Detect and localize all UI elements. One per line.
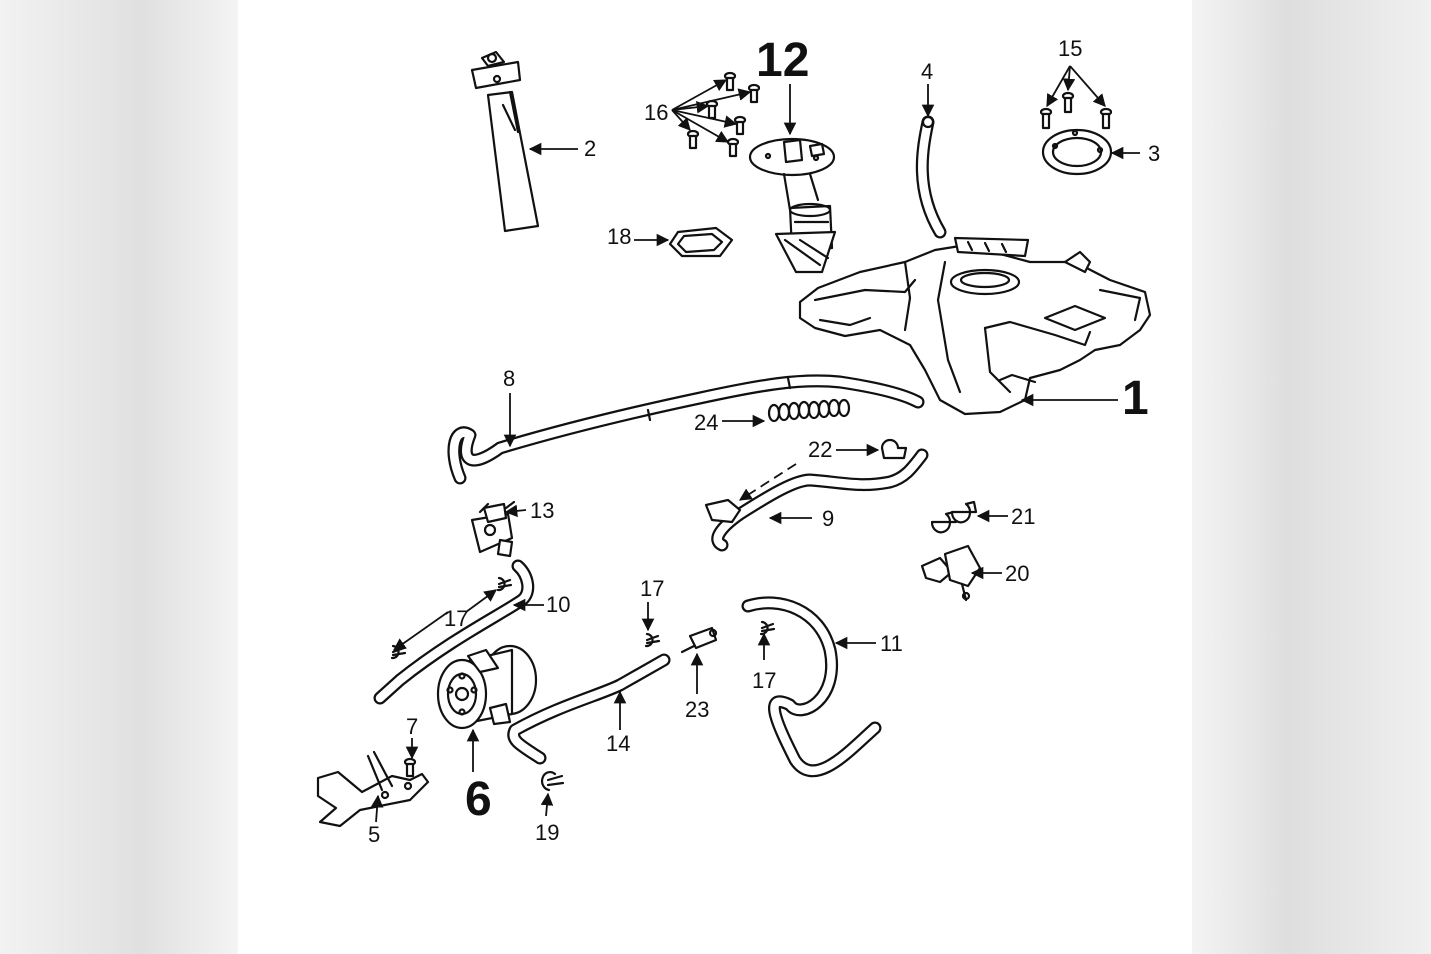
bolt-part-7 — [403, 757, 417, 778]
callout-22: 22 — [808, 437, 832, 462]
callout-12: 12 — [756, 34, 809, 87]
hose-part-9 — [704, 448, 929, 552]
callout-9: 9 — [822, 506, 834, 531]
callout-16: 16 — [644, 100, 668, 125]
vent-hose-part-4 — [915, 115, 947, 239]
right-blurred-margin — [1192, 0, 1431, 954]
fuel-pump-part-12 — [748, 137, 837, 274]
valve-part-13 — [470, 500, 516, 558]
leader-lines — [370, 65, 1140, 823]
callout-2: 2 — [584, 136, 596, 161]
callout-13: 13 — [530, 498, 554, 523]
connector-part-23 — [680, 626, 718, 654]
holder-part-20 — [920, 544, 982, 602]
hose-part-11 — [741, 596, 882, 778]
fuel-tank-part-1 — [798, 236, 1152, 416]
callout-19: 19 — [535, 820, 559, 845]
callout-21: 21 — [1011, 504, 1035, 529]
retaining-ring-part-3 — [1041, 128, 1113, 176]
gasket-part-18 — [668, 226, 734, 258]
spring-part-24 — [767, 398, 851, 423]
callout-labels: 1 2 3 4 5 6 7 8 9 10 11 12 13 14 15 16 1… — [368, 34, 1160, 847]
callout-1: 1 — [1122, 372, 1149, 425]
callout-17-right: 17 — [752, 668, 776, 693]
callout-5: 5 — [368, 822, 380, 847]
fuel-filter-part-6 — [436, 644, 538, 730]
callout-15: 15 — [1058, 36, 1082, 61]
callout-18: 18 — [607, 224, 631, 249]
left-blurred-margin — [0, 0, 238, 954]
callout-7: 7 — [406, 714, 418, 739]
clamp-part-19 — [541, 771, 565, 792]
callout-8: 8 — [503, 366, 515, 391]
hose-part-14 — [507, 653, 671, 765]
screws-part-15 — [1039, 91, 1113, 130]
hose-part-8 — [447, 374, 925, 485]
callout-6: 6 — [465, 773, 492, 826]
callout-24: 24 — [694, 410, 718, 435]
callout-4: 4 — [921, 59, 933, 84]
clamp-part-22 — [880, 438, 908, 460]
screws-part-16 — [686, 71, 761, 158]
fuel-sender-part-2 — [470, 50, 540, 233]
callout-17-left: 17 — [444, 606, 468, 631]
callout-20: 20 — [1005, 561, 1029, 586]
callout-23: 23 — [685, 697, 709, 722]
callout-3: 3 — [1148, 141, 1160, 166]
callout-14: 14 — [606, 731, 630, 756]
callout-17-center: 17 — [640, 576, 664, 601]
hose-part-10 — [373, 559, 535, 705]
callout-10: 10 — [546, 592, 570, 617]
clamps-part-21 — [930, 500, 978, 534]
callout-11: 11 — [880, 631, 903, 656]
